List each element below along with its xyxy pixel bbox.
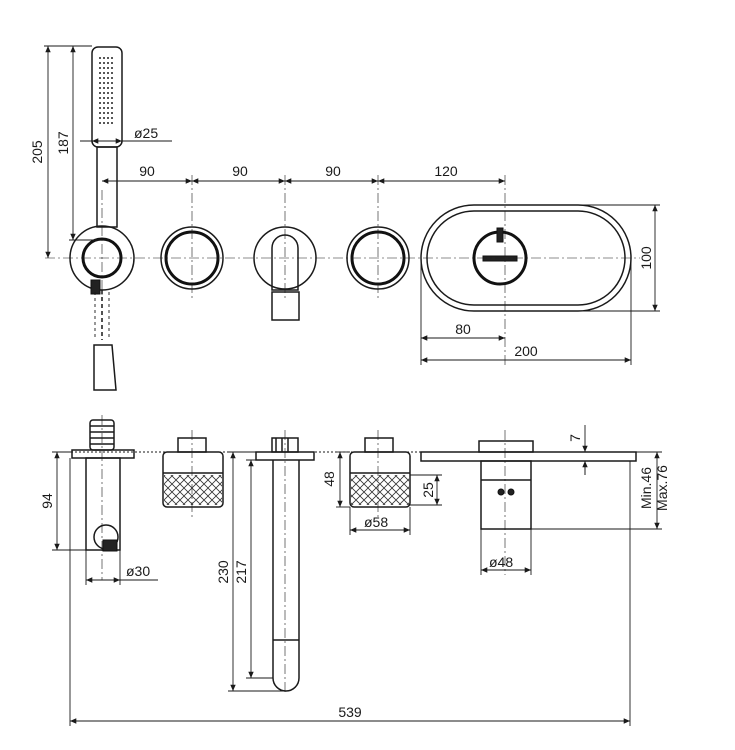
dim-spacing-row: 90 90 90 120 (102, 163, 505, 184)
dim-handshower-diameter: ø25 (80, 125, 172, 144)
dim-spacing-2-label: 90 (232, 163, 248, 179)
dim-o58-label: ø58 (364, 514, 388, 530)
dim-install-depth: Min.46 Max.76 (531, 451, 670, 530)
dim-spacing-1-label: 90 (139, 163, 155, 179)
dim-spout-230: 230 (215, 451, 285, 692)
dim-187-label: 187 (55, 131, 71, 155)
dim-205-label: 205 (29, 140, 45, 164)
center-lines-top (45, 175, 640, 365)
dim-230-label: 230 (215, 560, 231, 584)
dim-plate-width: 200 (421, 258, 632, 365)
dim-plate-thickness: 7 (567, 425, 588, 475)
dim-539-label: 539 (338, 704, 362, 720)
dim-o48-label: ø48 (489, 554, 513, 570)
dim-spacing-4-label: 120 (434, 163, 458, 179)
dim-min46-label: Min.46 (638, 467, 654, 509)
dim-plate-height: 100 (560, 204, 660, 312)
dim-200-label: 200 (514, 343, 538, 359)
handshower-top (69, 46, 135, 391)
top-view: 205 187 ø25 90 90 90 120 (29, 45, 660, 391)
mixer-side (420, 440, 637, 530)
dim-max76-label: Max.76 (654, 465, 670, 511)
side-view: 94 ø30 48 25 ø58 (39, 415, 670, 726)
dim-handle-diameter: ø58 (349, 507, 411, 535)
holder-side (71, 419, 135, 552)
dim-handle-height: 48 (321, 451, 350, 508)
dim-o30-label: ø30 (126, 563, 150, 579)
dim-7-label: 7 (567, 434, 583, 442)
dim-handshower-total: 205 (29, 45, 92, 258)
dim-25-label: 25 (420, 482, 436, 498)
dim-handle-grip: 25 (410, 474, 442, 506)
valve-3-side (349, 437, 411, 508)
center-lines-side (101, 415, 506, 695)
dim-mixer-diameter: ø48 (480, 529, 532, 575)
dim-spout-217: 217 (233, 459, 273, 679)
shower-nozzles (99, 57, 113, 124)
dim-holder-height: 94 (39, 451, 100, 551)
dim-holder-diameter: ø30 (85, 550, 158, 585)
dim-48-label: 48 (321, 471, 337, 487)
dim-overall-width: 539 (69, 458, 631, 726)
dim-o25-label: ø25 (134, 125, 158, 141)
valve-1-side (162, 437, 224, 508)
dim-100-label: 100 (638, 246, 654, 270)
dim-plate-offset: 80 (420, 260, 505, 365)
dim-94-label: 94 (39, 493, 55, 509)
dim-spacing-3-label: 90 (325, 163, 341, 179)
dim-217-label: 217 (233, 560, 249, 584)
dim-handshower-head: 187 (55, 46, 100, 241)
dim-80-label: 80 (455, 321, 471, 337)
